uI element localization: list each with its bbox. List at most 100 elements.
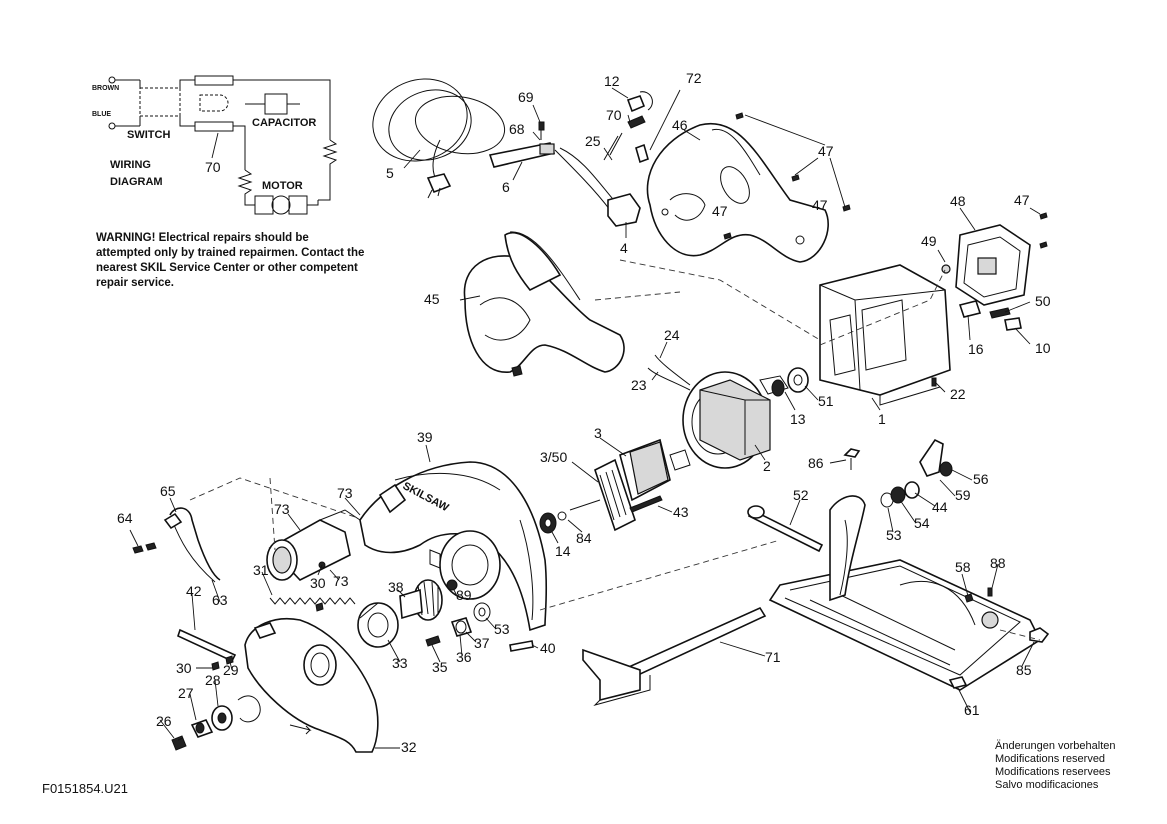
callout-72: 72: [686, 70, 702, 86]
callout-63: 63: [212, 592, 228, 608]
callout-35: 35: [432, 659, 448, 675]
callout-54: 54: [914, 515, 930, 531]
callout-40: 40: [540, 640, 556, 656]
lower-guard-part: [244, 618, 379, 753]
callout-43: 43: [673, 504, 689, 520]
callout-23: 23: [631, 377, 647, 393]
callout-24: 24: [664, 327, 680, 343]
callout-52: 52: [793, 487, 809, 503]
callout-48: 48: [950, 193, 966, 209]
switch-parts: [538, 91, 653, 164]
blade-bolt-washers: [171, 695, 261, 751]
capacitor-label: CAPACITOR: [252, 117, 316, 129]
callout-51: 51: [818, 393, 834, 409]
callout-50: 50: [1035, 293, 1051, 309]
callout-64: 64: [117, 510, 133, 526]
callout-47d: 47: [812, 197, 828, 213]
callout-2: 2: [763, 458, 771, 474]
callout-42: 42: [186, 583, 202, 599]
dust-port-part: [266, 509, 361, 581]
callout-26: 26: [156, 713, 172, 729]
blade-flanges: [357, 602, 473, 648]
callout-32: 32: [401, 739, 417, 755]
callout-33: 33: [392, 655, 408, 671]
callout-12: 12: [604, 73, 620, 89]
handle-half-part: [463, 231, 625, 377]
guard-lift-lever: [177, 628, 237, 671]
callout-70: 70: [606, 107, 622, 123]
callout-71: 71: [765, 649, 781, 665]
callout-45: 45: [424, 291, 440, 307]
callout-44: 44: [932, 499, 948, 515]
callout-58: 58: [955, 559, 971, 575]
callout-89: 89: [456, 587, 472, 603]
callout-73b: 73: [274, 501, 290, 517]
notice-line: Modifications reserved: [995, 753, 1106, 765]
armature-part: [569, 438, 691, 532]
callout-53a: 53: [886, 527, 902, 543]
callout-84: 84: [576, 530, 592, 546]
spring-part: [269, 597, 356, 612]
callout-36: 36: [456, 649, 472, 665]
guard-lever-part: [132, 507, 221, 583]
wiring-title-line1: WIRING: [110, 159, 151, 171]
callout-38: 38: [388, 579, 404, 595]
callout-59: 59: [955, 487, 971, 503]
warning-text: WARNING! Electrical repairs should be at…: [96, 232, 365, 289]
callout-86: 86: [808, 455, 824, 471]
depth-adjust-parts: [747, 438, 953, 553]
upper-guard-part: SKILSAW: [359, 461, 548, 632]
callout-labels: 12 72 69 70 68 25 46 47 47 47 5 6 4 48 4…: [117, 70, 1051, 755]
callout-30a: 30: [310, 575, 326, 591]
callout-27: 27: [178, 685, 194, 701]
screws-47: [723, 112, 1048, 249]
callout-leaders: [129, 87, 1041, 749]
callout-69: 69: [518, 89, 534, 105]
brush-cap-part: [941, 224, 1031, 331]
callout-14: 14: [555, 543, 571, 559]
power-cord: [372, 78, 641, 227]
callout-47b: 47: [712, 203, 728, 219]
motor-housing-part: [819, 264, 951, 406]
callout-1: 1: [878, 411, 886, 427]
rip-fence-part: [582, 606, 767, 706]
field-stator-part: [647, 354, 789, 469]
callout-39: 39: [417, 429, 433, 445]
callout-25: 25: [585, 133, 601, 149]
handle-cover-part: [646, 122, 829, 263]
callout-56: 56: [973, 471, 989, 487]
callout-13: 13: [790, 411, 806, 427]
callout-30b: 30: [176, 660, 192, 676]
callout-65: 65: [160, 483, 176, 499]
base-shoe-part: [768, 495, 1042, 691]
callout-10: 10: [1035, 340, 1051, 356]
callout-47a: 47: [818, 143, 834, 159]
callout-46: 46: [672, 117, 688, 133]
document-id: F0151854.U21: [42, 781, 129, 796]
callout-5: 5: [386, 165, 394, 181]
notice-line: Änderungen vorbehalten: [995, 740, 1116, 752]
terminal-label-blue: BLUE: [92, 111, 111, 118]
callout-88: 88: [990, 555, 1006, 571]
assembly-lines: [189, 259, 1041, 641]
callout-16: 16: [968, 341, 984, 357]
pin-part: [509, 640, 534, 652]
callout-31: 31: [253, 562, 269, 578]
wiring-part-ref: 70: [205, 159, 221, 175]
callout-53b: 53: [494, 621, 510, 637]
spindle-gear-part: [399, 579, 491, 622]
notice-line: Modifications reservees: [995, 766, 1111, 778]
callout-85: 85: [1016, 662, 1032, 678]
terminal-label-brown: BROWN: [92, 85, 119, 92]
callout-3-50: 3/50: [540, 449, 567, 465]
wiring-diagram: BROWN BLUE SWITCH CAPACITOR MOTOR WIRING…: [92, 75, 338, 215]
callout-49: 49: [921, 233, 937, 249]
callout-29: 29: [223, 662, 239, 678]
callout-3: 3: [594, 425, 602, 441]
bearings: [539, 367, 809, 534]
callout-61: 61: [964, 702, 980, 718]
callout-28: 28: [205, 672, 221, 688]
wiring-title-line2: DIAGRAM: [110, 176, 163, 188]
callout-68: 68: [509, 121, 525, 137]
